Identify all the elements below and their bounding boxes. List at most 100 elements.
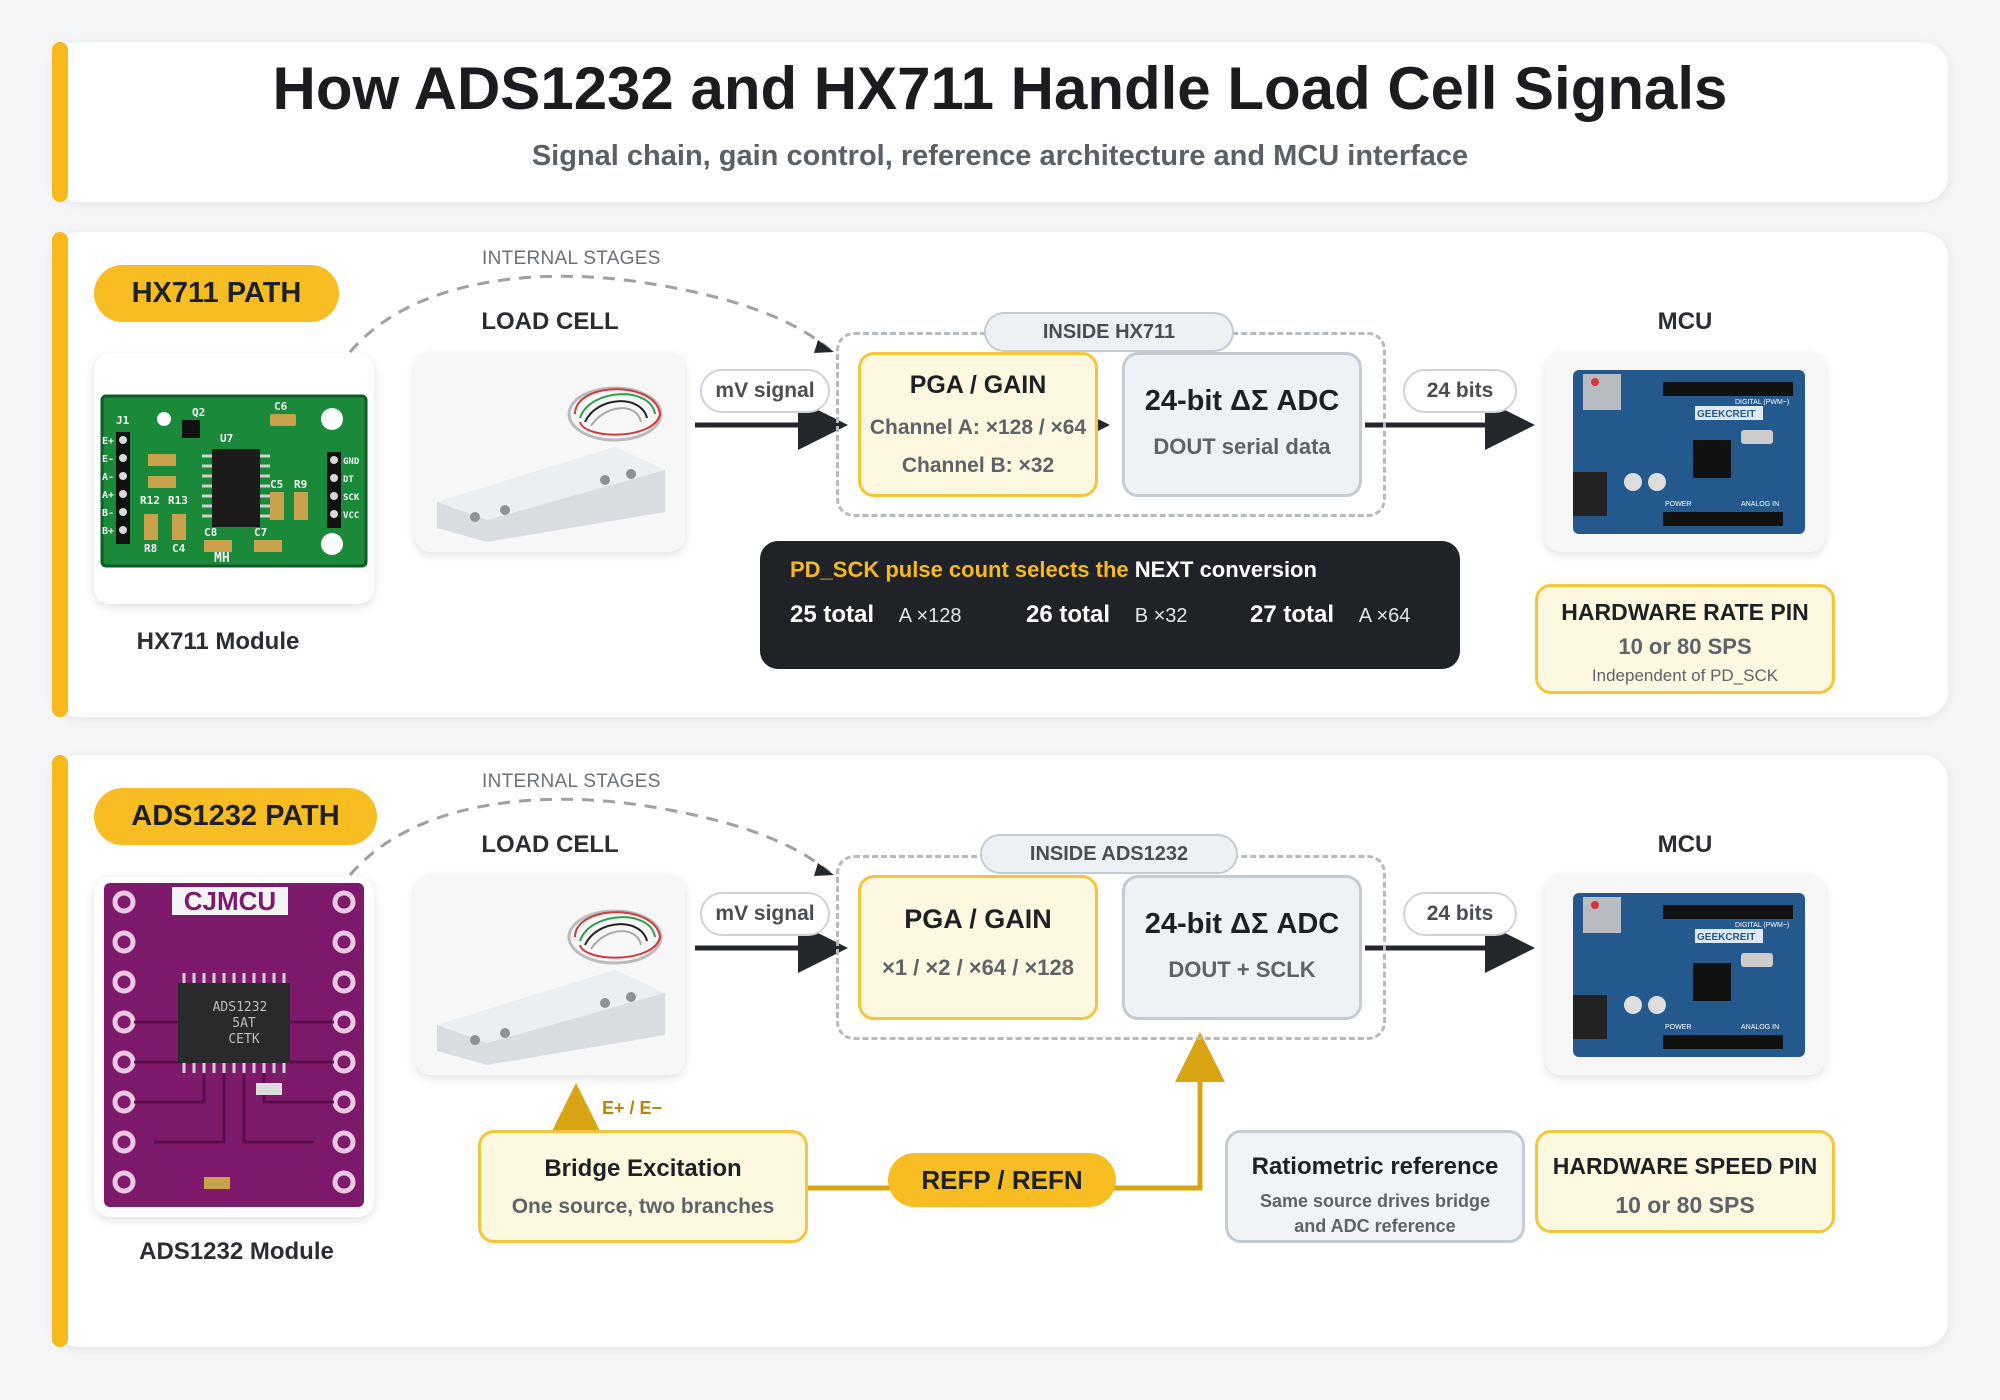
hx711-pin-dt: DT xyxy=(343,475,354,485)
arduino-analog-label: ANALOG IN xyxy=(1741,501,1779,508)
hx711-pga-channel-a: Channel A: ×128 / ×64 xyxy=(869,416,1087,439)
load-cell-image xyxy=(415,875,685,1075)
hx711-rate-title: HARDWARE RATE PIN xyxy=(1561,599,1809,625)
ads1232-accent-bar xyxy=(52,755,68,1347)
hx711-pga-title: PGA / GAIN xyxy=(909,371,1047,399)
pulse-gain: A ×128 xyxy=(898,605,962,627)
arduino-power-label: POWER xyxy=(1665,501,1691,508)
hx711-pulse-title-highlight: PD_SCK pulse count selects the xyxy=(790,557,1129,582)
hx711-mcu-label: MCU xyxy=(1657,308,1713,335)
hx711-silk-mh: MH xyxy=(214,551,230,566)
hx711-internal-stages-label: INTERNAL STAGES xyxy=(482,248,661,269)
ads1232-load-cell-label: LOAD CELL xyxy=(481,831,619,858)
hx711-rate-value: 10 or 80 SPS xyxy=(1618,634,1752,659)
ratiometric-sub2: and ADC reference xyxy=(1294,1216,1456,1236)
ads1232-pga-box: PGA / GAIN ×1 / ×2 / ×64 / ×128 xyxy=(858,875,1098,1020)
ads1232-internal-stages-label: INTERNAL STAGES xyxy=(482,771,661,792)
hx711-pga-channel-b: Channel B: ×32 xyxy=(901,454,1055,477)
refp-refn-pill: REFP / REFN xyxy=(888,1153,1116,1207)
ads1232-path-label: ADS1232 PATH xyxy=(94,788,377,845)
ads1232-board-brand: CJMCU xyxy=(184,886,276,916)
hx711-load-cell-label: LOAD CELL xyxy=(481,308,619,335)
hx711-rate-note: Independent of PD_SCK xyxy=(1591,666,1779,685)
header-accent-bar xyxy=(52,42,68,202)
hx711-pulse-title: PD_SCK pulse count selects the NEXT conv… xyxy=(790,557,1317,583)
hx711-pin-e-plus: E+ xyxy=(102,436,114,447)
page-title: How ADS1232 and HX711 Handle Load Cell S… xyxy=(272,55,1728,122)
hx711-silk-c8: C8 xyxy=(204,526,217,539)
arduino-brand: GEEKCREIT xyxy=(1697,932,1755,943)
load-cell-image xyxy=(415,352,685,552)
hx711-silk-c6: C6 xyxy=(274,400,288,413)
ratiometric-title: Ratiometric reference xyxy=(1251,1153,1499,1180)
bridge-excitation-title: Bridge Excitation xyxy=(544,1155,742,1182)
ratiometric-sub1: Same source drives bridge xyxy=(1259,1191,1491,1211)
hx711-inside-label: INSIDE HX711 xyxy=(984,312,1234,352)
hx711-silk-u7: U7 xyxy=(220,432,233,445)
pulse-gain: A ×64 xyxy=(1358,605,1411,627)
ads1232-adc-title: 24-bit ΔΣ ADC xyxy=(1144,908,1340,940)
hx711-pin-gnd: GND xyxy=(343,457,360,467)
excitation-tag: E+ / E− xyxy=(602,1098,663,1118)
hx711-pulse-title-rest: NEXT conversion xyxy=(1134,557,1317,582)
page-subtitle: Signal chain, gain control, reference ar… xyxy=(531,140,1469,172)
ads1232-chip-line3: CETK xyxy=(228,1032,259,1047)
ads1232-inside-label: INSIDE ADS1232 xyxy=(980,834,1238,874)
hx711-module-label: HX711 Module xyxy=(136,628,300,655)
hx711-adc-box: 24-bit ΔΣ ADC DOUT serial data xyxy=(1122,352,1362,497)
ads1232-load-cell-card xyxy=(415,875,685,1075)
hx711-pin-vcc: VCC xyxy=(343,511,359,521)
ads1232-adc-box: 24-bit ΔΣ ADC DOUT + SCLK xyxy=(1122,875,1362,1020)
hx711-mcu-card: GEEKCREIT DIGITAL (PWM~) POWER ANALOG IN xyxy=(1545,352,1825,552)
hx711-silk-r9: R9 xyxy=(294,478,307,491)
hx711-pulse-option-2: 26 total B ×32 xyxy=(1026,601,1188,629)
ads1232-speed-value: 10 or 80 SPS xyxy=(1615,1192,1755,1218)
hx711-silk-c5: C5 xyxy=(270,478,283,491)
hx711-pin-a-minus: A- xyxy=(102,472,114,483)
pulse-count: 26 total xyxy=(1026,601,1111,628)
hx711-pga-box: PGA / GAIN Channel A: ×128 / ×64 Channel… xyxy=(858,352,1098,497)
hx711-pin-b-plus: B+ xyxy=(102,526,114,537)
hx711-mv-signal-tag: mV signal xyxy=(700,369,830,413)
hx711-pin-b-minus: B- xyxy=(102,508,114,519)
ads1232-pga-title: PGA / GAIN xyxy=(904,904,1052,934)
bridge-excitation-subtitle: One source, two branches xyxy=(511,1195,775,1218)
hx711-rate-pin-box: HARDWARE RATE PIN 10 or 80 SPS Independe… xyxy=(1535,584,1835,694)
hx711-pulse-count-box: PD_SCK pulse count selects the NEXT conv… xyxy=(760,541,1460,669)
ads1232-mcu-card: GEEKCREIT DIGITAL (PWM~) POWER ANALOG IN xyxy=(1545,875,1825,1075)
arduino-power-label: POWER xyxy=(1665,1024,1691,1031)
arduino-image: GEEKCREIT DIGITAL (PWM~) POWER ANALOG IN xyxy=(1545,352,1825,552)
ads1232-speed-title: HARDWARE SPEED PIN xyxy=(1552,1153,1818,1179)
ads1232-module-label: ADS1232 Module xyxy=(139,1238,334,1265)
arduino-image: GEEKCREIT DIGITAL (PWM~) POWER ANALOG IN xyxy=(1545,875,1825,1075)
hx711-pin-sck: SCK xyxy=(343,493,360,503)
hx711-pin-e-minus: E- xyxy=(102,454,114,465)
hx711-pulse-option-1: 25 total A ×128 xyxy=(790,601,962,629)
hx711-load-cell-card xyxy=(415,352,685,552)
bridge-excitation-box: Bridge Excitation One source, two branch… xyxy=(478,1130,808,1243)
hx711-silk-j1: J1 xyxy=(116,414,130,427)
ratiometric-reference-box: Ratiometric reference Same source drives… xyxy=(1225,1130,1525,1243)
hx711-silk-c7: C7 xyxy=(254,526,267,539)
hx711-path-label: HX711 PATH xyxy=(94,265,339,322)
hx711-adc-subtitle: DOUT serial data xyxy=(1153,434,1331,459)
hx711-board-image: J1 Q2 U7 C6 R12 R13 C5 R9 C8 C7 R8 C4 MH… xyxy=(100,394,368,568)
hx711-accent-bar xyxy=(52,232,68,717)
hx711-adc-title: 24-bit ΔΣ ADC xyxy=(1144,385,1340,417)
hx711-pulse-option-3: 27 total A ×64 xyxy=(1250,601,1410,629)
ads1232-internal-stages-arc xyxy=(348,797,831,876)
ads1232-chip-line1: ADS1232 xyxy=(213,1000,268,1015)
ads1232-mcu-label: MCU xyxy=(1657,831,1713,858)
arduino-digital-label: DIGITAL (PWM~) xyxy=(1735,922,1789,929)
ads1232-board-image: CJMCU ADS1232 5AT CETK xyxy=(104,883,364,1207)
hx711-silk-q2: Q2 xyxy=(192,406,205,419)
ads1232-speed-pin-box: HARDWARE SPEED PIN 10 or 80 SPS xyxy=(1535,1130,1835,1233)
ads1232-module-card: CJMCU ADS1232 5AT CETK xyxy=(94,877,374,1217)
header-panel: How ADS1232 and HX711 Handle Load Cell S… xyxy=(52,42,1948,202)
ads1232-mv-signal-tag: mV signal xyxy=(700,892,830,936)
pulse-count: 25 total xyxy=(790,601,875,628)
hx711-silk-r13: R13 xyxy=(168,494,188,507)
hx711-silk-r8: R8 xyxy=(144,542,157,555)
hx711-internal-stages-arc xyxy=(348,274,831,353)
ads1232-adc-subtitle: DOUT + SCLK xyxy=(1168,957,1316,982)
